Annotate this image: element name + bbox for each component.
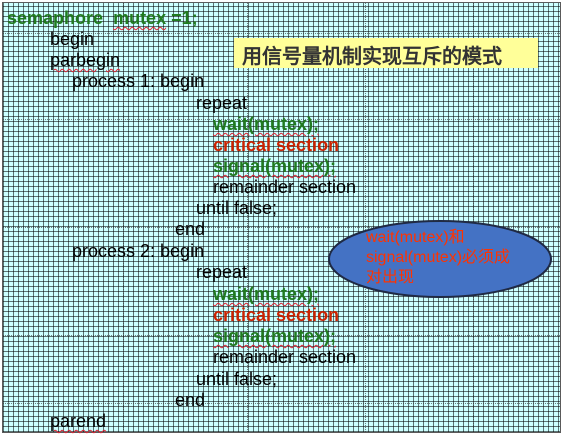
process1-header: process 1: begin (72, 71, 205, 91)
p1-until: until false; (196, 198, 278, 218)
parend-line: parend (50, 411, 107, 431)
p2-end: end (175, 390, 206, 410)
decl-variable: mutex (113, 8, 167, 28)
parbegin-line: parbegin (50, 50, 121, 70)
p2-until: until false; (196, 369, 278, 389)
slide (2, 2, 561, 433)
title-highlight (234, 38, 538, 68)
callout-text: wait(mutex)和signal(mutex)必须成对出现 (366, 229, 511, 286)
p1-wait: wait(mutex); (213, 114, 320, 134)
p1-critical-section: critical section (213, 135, 340, 155)
callout-ellipse (328, 220, 552, 298)
p2-critical-section: critical section (213, 305, 340, 325)
p1-end: end (175, 219, 206, 239)
semaphore-declaration: semaphore mutex =1; (7, 8, 198, 28)
p2-wait: wait(mutex); (213, 284, 320, 304)
p2-repeat: repeat (196, 262, 248, 282)
decl-keyword: semaphore (7, 8, 104, 28)
decl-value: =1; (166, 8, 198, 28)
begin-line: begin (50, 29, 95, 49)
p1-signal: signal(mutex); (213, 156, 337, 176)
slide-title: 用信号量机制实现互斥的模式 (242, 46, 502, 68)
p1-repeat: repeat (196, 93, 248, 113)
process2-header: process 2: begin (72, 241, 205, 261)
p1-remainder: remainder section (213, 177, 357, 197)
p2-signal: signal(mutex); (213, 326, 337, 346)
p2-remainder: remainder section (213, 347, 357, 367)
